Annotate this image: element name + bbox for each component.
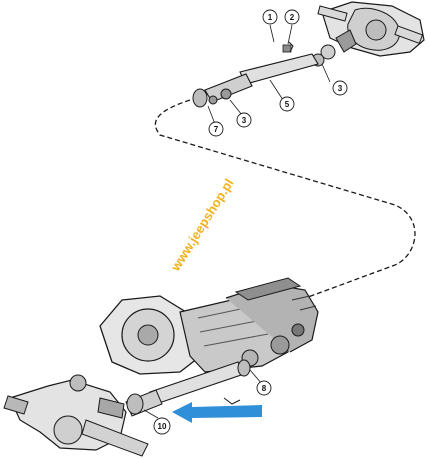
callout-1-label: 1: [268, 13, 273, 22]
dashed-routing-line: [154, 99, 416, 301]
callout-3-rear: 3: [332, 80, 348, 96]
callout-5-label: 5: [285, 100, 290, 109]
callout-3-rear-label: 3: [338, 84, 343, 93]
watermark-text: www.jeepshop.pl: [167, 176, 236, 274]
callout-10-label: 10: [158, 422, 167, 431]
callout-7-label: 7: [214, 125, 219, 134]
callout-8: 8: [256, 380, 272, 396]
callout-8-label: 8: [262, 384, 267, 393]
front-propeller-shaft: [125, 359, 251, 417]
pointer-arrow: [172, 402, 262, 423]
rear-axle-assembly: [317, 1, 425, 57]
transmission-transfer-case: [99, 277, 319, 375]
callout-10: 10: [153, 417, 171, 435]
callout-5: 5: [279, 96, 295, 112]
callout-2: 2: [284, 9, 300, 25]
callout-3-front-label: 3: [242, 116, 247, 125]
callout-2-label: 2: [290, 13, 295, 22]
rear-propeller-shaft: [192, 53, 319, 108]
front-axle-assembly: [3, 374, 149, 457]
callout-1: 1: [262, 9, 278, 25]
lower-leader-lines: [143, 369, 263, 419]
upper-leader-lines: [207, 24, 331, 125]
rear-universal-joint: [282, 41, 336, 67]
callout-3-front: 3: [236, 112, 252, 128]
callout-7: 7: [208, 121, 224, 137]
